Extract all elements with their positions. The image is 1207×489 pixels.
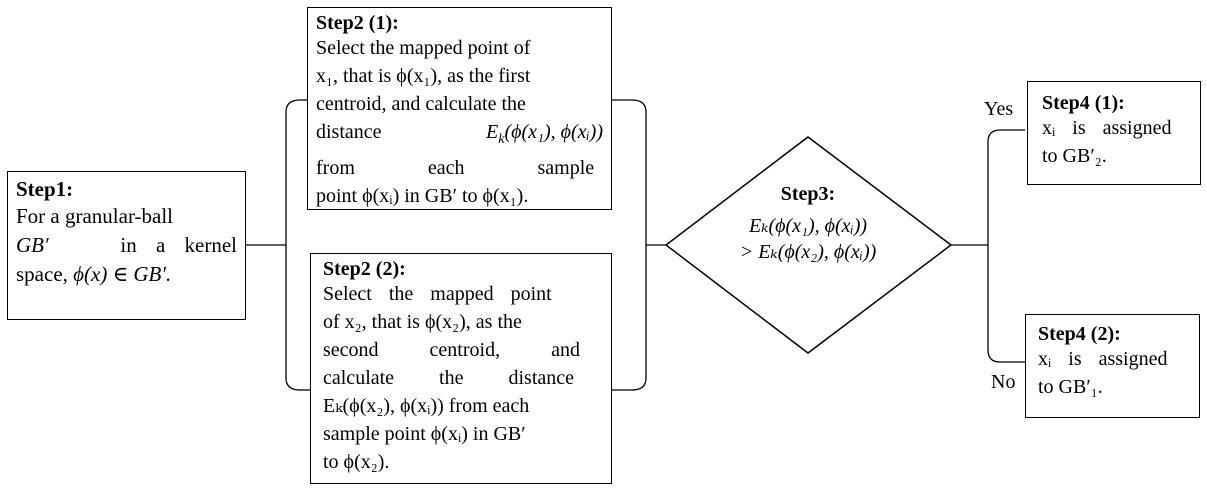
step2-1-line6: point ϕ(xᵢ) in GB′ to ϕ(x₁).: [316, 185, 529, 207]
left-brace: [285, 99, 301, 391]
step2-1-line3: centroid, and calculate the: [316, 93, 526, 115]
step1-phi: ϕ(x) ∈ GB′.: [73, 262, 172, 286]
step2-1-e: E: [486, 121, 499, 143]
step4-1-line1: xᵢ is assigned: [1042, 117, 1172, 139]
step1-title: Step1:: [16, 177, 74, 201]
branch-brace: [987, 129, 1025, 363]
step3-text: Step3: Eₖ(ϕ(x₁), ϕ(xᵢ)) > Eₖ(ϕ(x₂), ϕ(xᵢ…: [700, 183, 916, 265]
step1-box: Step1: For a granular-ball GB′ in a kern…: [7, 171, 246, 320]
step2-2-line5: Eₖ(ϕ(x₂), ϕ(xᵢ)) from each: [323, 395, 530, 417]
step1-line2: in a kernel: [120, 233, 237, 257]
step4-2-text: xᵢ is assigned to GB′₁.: [1038, 345, 1187, 401]
step2-1-line2: x₁, that is ϕ(x₁), as the first: [316, 65, 531, 87]
step2-1-text: Select the mapped point of x₁, that is ϕ…: [316, 34, 603, 210]
step1-space: space,: [16, 262, 68, 286]
step2-2-line4: calculate the distance: [323, 367, 575, 389]
step3-title: Step3:: [780, 183, 836, 205]
yes-label: Yes: [984, 98, 1014, 120]
step2-2-line6: sample point ϕ(xᵢ) in GB′: [323, 423, 526, 445]
step3-diamond: [664, 136, 953, 354]
step2-1-distance: Ek(ϕ(x₁), ϕ(xᵢ)): [486, 121, 603, 147]
step4-1-line2: to GB′₂.: [1042, 145, 1107, 167]
step2-1-title: Step2 (1):: [316, 12, 399, 34]
step4-1-title: Step4 (1):: [1042, 92, 1125, 114]
right-brace: [612, 99, 647, 391]
step1-text: For a granular-ball GB′ in a kernel spac…: [16, 202, 237, 289]
step3-line2: > Eₖ(ϕ(x₂), ϕ(xᵢ)): [739, 241, 877, 263]
step1-gb: GB′: [16, 233, 49, 257]
step4-2-line1: xᵢ is assigned: [1038, 348, 1168, 370]
no-label: No: [991, 371, 1016, 393]
step1-line1: For a granular-ball: [16, 204, 174, 228]
step2-1-line5: from each sample: [316, 157, 595, 179]
step2-2-line3: second centroid, and: [323, 339, 580, 361]
step2-2-title: Step2 (2):: [323, 258, 406, 280]
step2-2-line7: to ϕ(x₂).: [323, 451, 390, 473]
step4-2-line2: to GB′₁.: [1038, 376, 1103, 398]
step2-2-line1: Select the mapped point: [323, 283, 552, 305]
step2-1-box: Step2 (1): Select the mapped point of x₁…: [307, 7, 612, 210]
step2-1-line1: Select the mapped point of: [316, 37, 531, 59]
step4-1-text: xᵢ is assigned to GB′₂.: [1042, 114, 1186, 170]
step2-2-box: Step2 (2): Select the mapped point of x₂…: [310, 253, 612, 484]
step2-2-text: Select the mapped point of x₂, that is ϕ…: [323, 280, 599, 476]
step3-line1: Eₖ(ϕ(x₁), ϕ(xᵢ)): [748, 215, 868, 237]
step2-1-args: (ϕ(x₁), ϕ(xᵢ)): [504, 121, 603, 143]
step4-1-box: Step4 (1): xᵢ is assigned to GB′₂.: [1027, 81, 1201, 185]
step2-2-line2: of x₂, that is ϕ(x₂), as the: [323, 311, 522, 333]
step2-1-line4a: distance: [316, 121, 382, 143]
step4-2-title: Step4 (2):: [1038, 323, 1121, 345]
step4-2-box: Step4 (2): xᵢ is assigned to GB′₁.: [1025, 314, 1200, 418]
